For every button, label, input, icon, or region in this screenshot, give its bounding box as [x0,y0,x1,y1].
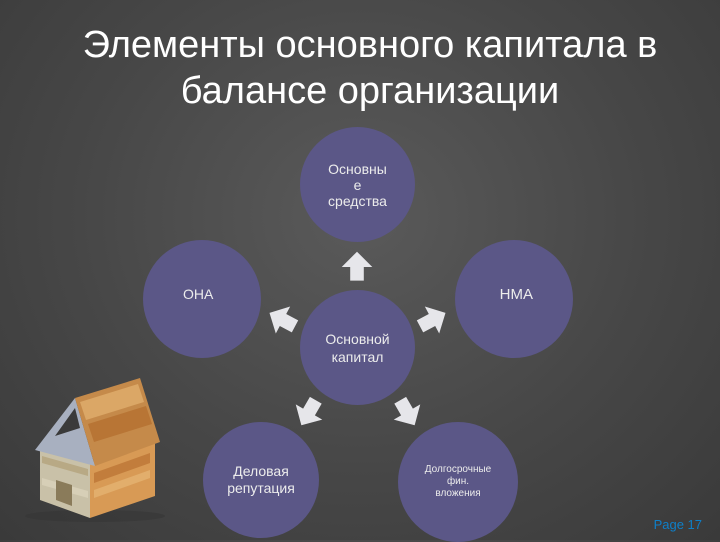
node-deferred-tax-assets-label: ОНА [183,286,214,302]
node-core-capital-label: Основной капитал [325,330,390,365]
arrow-up-right-icon [416,306,446,334]
node-deferred-tax-assets: ОНА [143,240,261,358]
node-goodwill: Деловая репутация [203,422,319,538]
arrow-down-left-icon [295,396,323,426]
node-intangible-assets: НМА [455,240,573,358]
node-fixed-assets: Основны е средства [300,127,415,242]
arrow-up-left-icon [269,306,299,334]
node-core-capital: Основной капитал [300,290,415,405]
page-number: Page 17 [653,517,702,532]
node-long-term-investments: Долгосрочные фин. вложения [398,422,518,542]
money-house-illustration [25,378,165,522]
node-fixed-assets-label: Основны е средства [328,160,387,209]
arrow-up-icon [341,251,373,281]
node-goodwill-label: Деловая репутация [227,463,295,496]
node-long-term-investments-label: Долгосрочные фин. вложения [424,464,492,499]
node-intangible-assets-label: НМА [499,285,533,303]
slide-title: Элементы основного капитала в балансе ор… [82,24,658,112]
arrow-down-right-icon [393,396,421,426]
